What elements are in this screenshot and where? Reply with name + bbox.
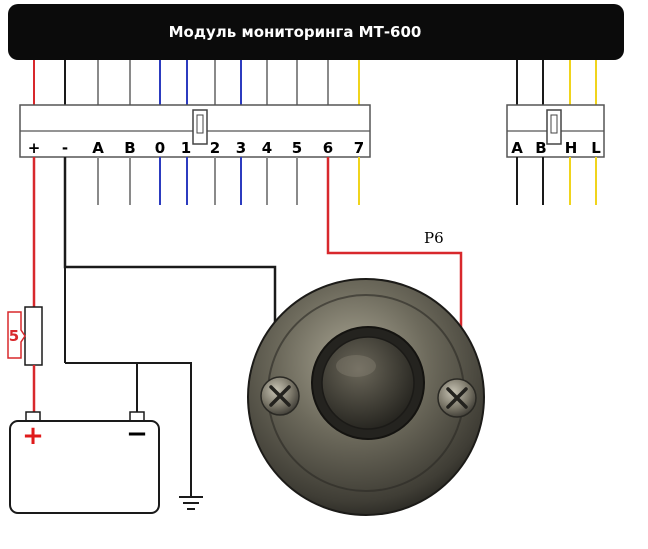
fuse-label-tag	[7, 311, 26, 359]
left-connector-pin-labels: + - A B 0 1 2 3 4 5 6 7	[28, 139, 365, 157]
battery-body	[9, 420, 160, 514]
left-connector-latch-inner	[196, 114, 204, 134]
pin-label-right-b: B	[535, 139, 546, 157]
pin-label-4: 4	[262, 139, 272, 157]
left-wires-bottom	[97, 157, 360, 205]
fuse-label: 5	[9, 327, 19, 345]
pin-label-1: 1	[181, 139, 191, 157]
signal-wire-p6	[326, 157, 463, 328]
ground-wire-to-battery	[65, 362, 138, 412]
pin-label-6: 6	[323, 139, 333, 157]
pin-label-right-l: L	[591, 139, 601, 157]
pin-label-minus: -	[62, 139, 68, 157]
button-cap	[321, 336, 415, 430]
ground-wire-to-earth	[137, 362, 192, 497]
pin-label-5: 5	[292, 139, 302, 157]
module-body	[8, 4, 624, 60]
battery-terminal-plus	[25, 411, 41, 422]
right-wires-bottom	[516, 157, 597, 205]
battery-plus-sign: +	[22, 421, 44, 451]
push-button	[247, 278, 485, 516]
pin-label-2: 2	[210, 139, 220, 157]
pin-label-right-a: A	[511, 139, 523, 157]
left-wires-top	[33, 60, 360, 105]
pin-label-plus: +	[28, 139, 41, 157]
battery-minus-sign: −	[126, 419, 148, 449]
ground-wire-to-button	[63, 157, 277, 330]
right-connector-latch-inner	[550, 114, 558, 134]
screw-left-slot	[269, 385, 291, 407]
fuse-body	[24, 306, 43, 366]
pin-label-b: B	[124, 139, 135, 157]
pin-label-0: 0	[155, 139, 165, 157]
screw-right-slot	[446, 387, 468, 409]
signal-label-p6: P6	[424, 229, 444, 247]
module-title: Модуль мониторинга МТ-600	[169, 23, 422, 41]
right-wires-top	[516, 60, 597, 105]
pin-label-3: 3	[236, 139, 246, 157]
ground-symbol	[179, 496, 203, 510]
button-cap-highlight	[336, 355, 376, 377]
right-connector-pin-labels: A B H L	[511, 139, 601, 157]
pin-label-right-h: H	[565, 139, 578, 157]
pin-label-7: 7	[354, 139, 364, 157]
pin-label-a: A	[92, 139, 104, 157]
